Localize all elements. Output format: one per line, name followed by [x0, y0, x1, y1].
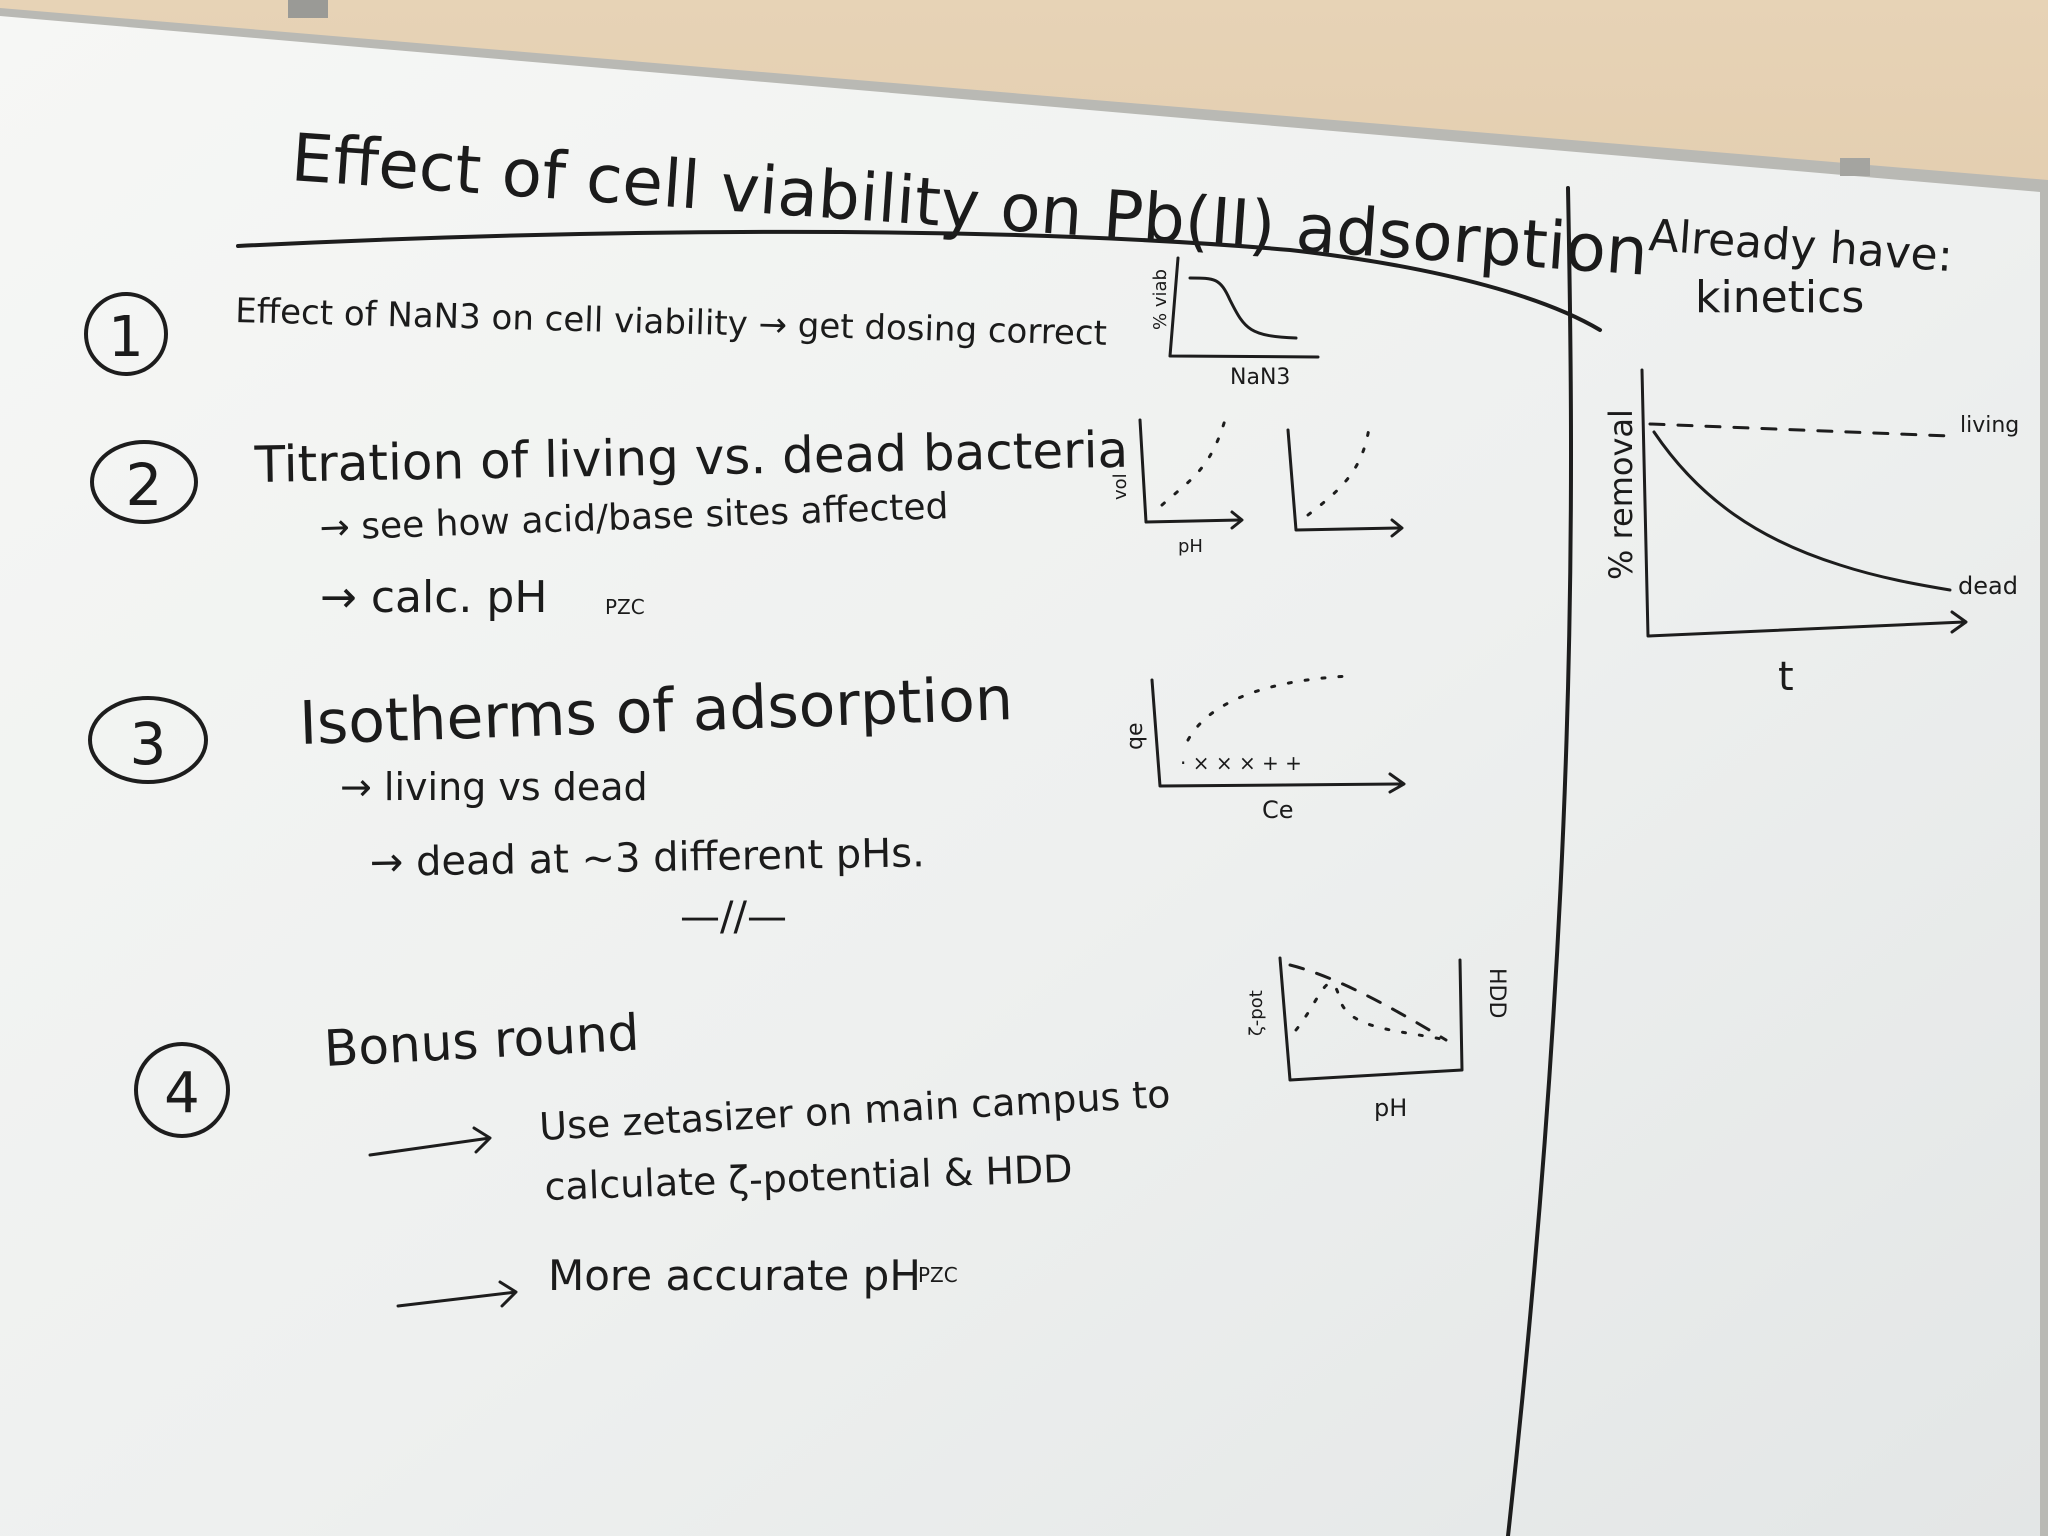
item-number: 2: [126, 451, 163, 519]
side-heading: kinetics: [1695, 272, 1864, 323]
graph-xlabel: NaN3: [1230, 365, 1290, 390]
graph-ylabel: ζ-pot: [1246, 990, 1267, 1036]
viability-graph: % viab NaN3: [1150, 256, 1320, 390]
graph-y2label: HDD: [1484, 968, 1509, 1018]
graph-ylabel: vol: [1110, 473, 1131, 500]
item-number: 3: [130, 710, 167, 778]
item-number: 4: [164, 1061, 200, 1126]
isotherm-graph: · × × × + + qe Ce: [1123, 674, 1406, 824]
pzc-subscript: PZC: [605, 595, 645, 619]
item-subtext: More accurate pH: [548, 1251, 921, 1300]
title-underline: [236, 229, 1602, 332]
kinetics-graph: % removal t living dead: [1602, 368, 2019, 700]
series-label-dead: dead: [1958, 572, 2018, 600]
graph-ylabel: % viab: [1150, 269, 1171, 330]
item-number-circle: [90, 440, 198, 524]
item-subtext: → calc. pH: [320, 572, 547, 623]
arrow: [368, 1126, 492, 1157]
graph-xlabel: pH: [1374, 1094, 1407, 1122]
board-clip: [288, 0, 328, 18]
item-number-circle: [88, 696, 208, 784]
graph-ylabel: % removal: [1602, 409, 1640, 580]
column-divider: [1506, 186, 1574, 1536]
graph-xlabel: pH: [1178, 536, 1203, 557]
graph-xlabel: t: [1778, 654, 1794, 700]
item-subtext: → living vs dead: [340, 765, 648, 809]
item-number: 1: [108, 305, 144, 370]
item-subtext: → dead at ~3 different pHs.: [369, 830, 925, 886]
isotherm-marks: · × × × + +: [1180, 751, 1302, 775]
graph-xlabel: Ce: [1262, 796, 1294, 824]
graph-ylabel: qe: [1123, 723, 1148, 751]
section-divider: —//—: [680, 894, 787, 940]
zeta-graph: ζ-pot HDD pH: [1246, 956, 1509, 1122]
pzc-subscript: PZC: [918, 1263, 958, 1287]
titration-graphs: vol pH: [1110, 418, 1404, 557]
arrow: [396, 1280, 518, 1308]
board-surface: [0, 16, 2040, 1536]
item-number-circle: [134, 1042, 230, 1138]
board-clip: [1840, 158, 1870, 176]
item-number-circle: [84, 292, 168, 376]
series-label-living: living: [1960, 413, 2019, 438]
